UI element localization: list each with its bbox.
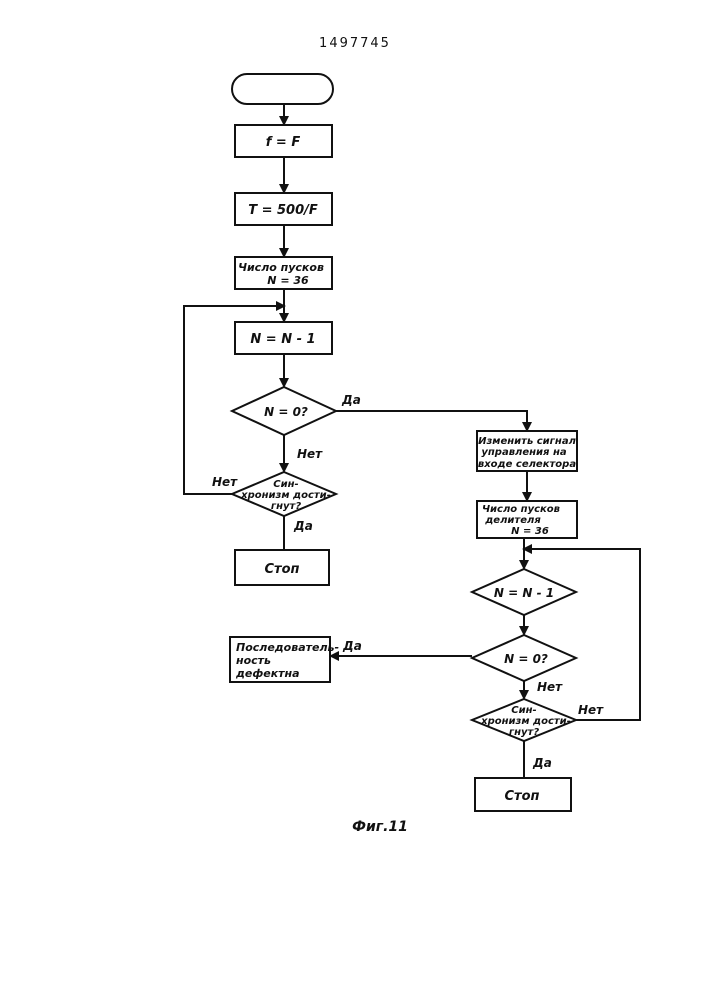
process-assign-f-label: f = F: [266, 135, 301, 150]
decision-sync-right-line1: Син-: [511, 705, 536, 716]
output-sequence-defective-line1: Последователь-: [236, 641, 339, 654]
label-yes-sync-right: Да: [532, 756, 552, 770]
connector-zero-yes-to-right: [336, 411, 527, 430]
process-assign-t-label: T = 500/F: [248, 203, 318, 218]
process-start-count-line1: Число пусков: [238, 261, 324, 274]
label-yes-sync-left: Да: [293, 519, 313, 533]
decision-n-zero-label: N = 0?: [264, 405, 308, 419]
process-change-signal-line3: входе селектора: [478, 459, 576, 470]
label-yes-zero-right: Да: [342, 639, 362, 653]
process-change-signal-line1: Изменить сигнал: [478, 436, 576, 447]
decision-sync-left-line2: хронизм дости-: [240, 490, 331, 501]
figure-caption: Фиг.11: [352, 819, 408, 835]
output-sequence-defective-line2: ность: [236, 654, 271, 667]
decision-sync-left-line1: Син-: [273, 479, 298, 490]
process-divider-count-line1: Число пусков: [482, 504, 560, 515]
page-number: 1497745: [319, 36, 391, 51]
process-divider-count-line2: делителя: [484, 515, 541, 526]
label-no-sync-left: Нет: [212, 475, 238, 489]
start-terminal: [232, 74, 333, 104]
label-no-zero-right: Нет: [537, 680, 563, 694]
connector-sync-no-loop-right: [524, 549, 640, 720]
decision-sync-left-line3: гнут?: [271, 501, 301, 512]
output-sequence-defective-line3: дефектна: [235, 667, 300, 680]
process-divider-count-line3: N = 36: [511, 526, 549, 537]
label-no-sync-right: Нет: [578, 703, 604, 717]
process-decrement-n-label: N = N - 1: [250, 332, 315, 347]
decision-sync-right-line3: гнут?: [509, 727, 539, 738]
decision-decrement-right-label: N = N - 1: [494, 586, 554, 600]
process-change-signal-line2: управления на: [481, 447, 566, 458]
decision-n-zero-right-label: N = 0?: [504, 652, 548, 666]
process-start-count-line2: N = 36: [267, 274, 309, 287]
terminal-stop-left-label: Стоп: [265, 562, 300, 577]
terminal-stop-right-label: Стоп: [505, 789, 540, 804]
label-yes-zero-left: Да: [341, 393, 361, 407]
label-no-zero-left: Нет: [297, 447, 323, 461]
decision-sync-right-line2: хронизм дости-: [480, 716, 571, 727]
